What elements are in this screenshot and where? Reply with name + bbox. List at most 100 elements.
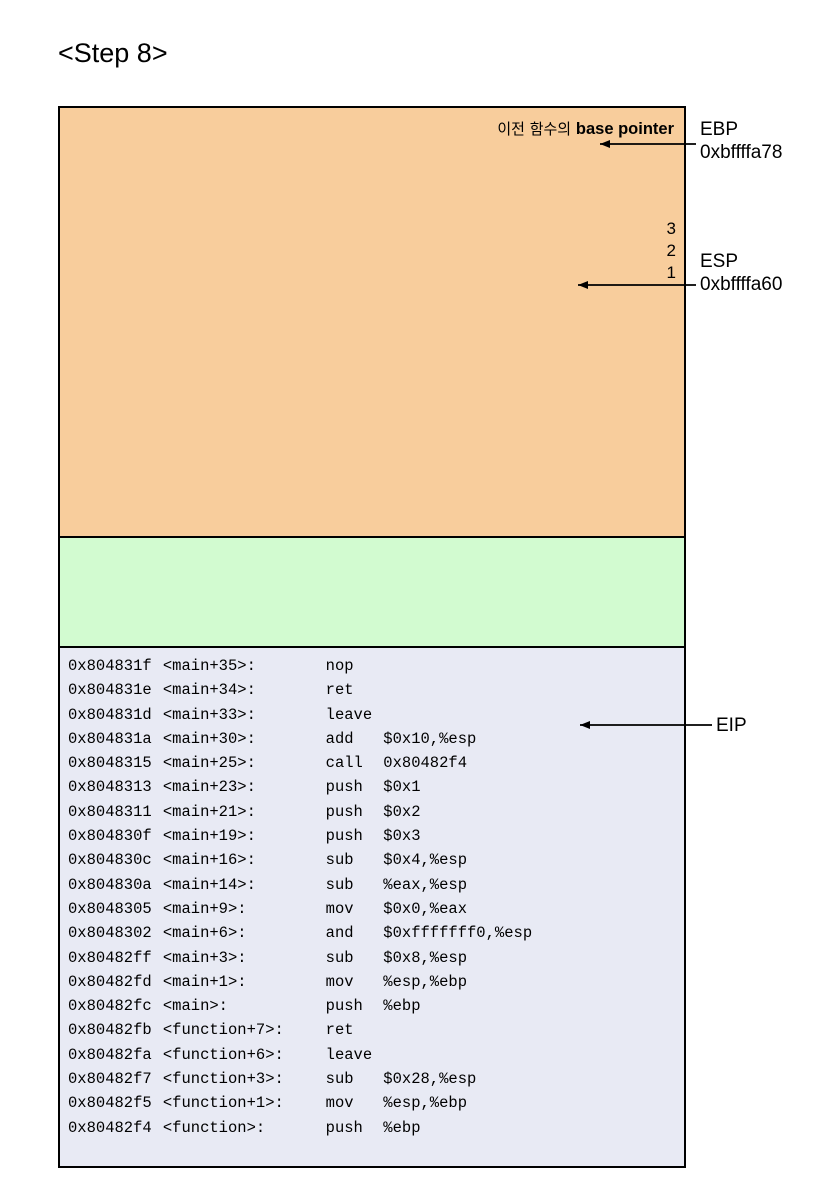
instruction-operands: 0x80482f4 (383, 754, 468, 773)
instruction-operands: $0x2 (383, 802, 421, 821)
instruction-symbol: <main+3>: (162, 948, 247, 967)
instruction-mnemonic: sub (325, 875, 354, 894)
disassembly-line: 0x8048305 <main+9>: mov $0x0,%eax (68, 897, 532, 921)
instruction-mnemonic: sub (325, 851, 354, 870)
instruction-operands: $0x8,%esp (383, 948, 468, 967)
base-pointer-note-korean: 이전 함수의 (497, 120, 576, 138)
instruction-symbol: <main+35>: (162, 657, 256, 675)
instruction-symbol: <function+1>: (162, 1094, 284, 1113)
esp-annotation: ESP 0xbffffa60 (700, 250, 782, 296)
instruction-mnemonic: add (325, 729, 354, 748)
instruction-address: 0x804830c (68, 851, 152, 870)
instruction-address: 0x804830a (68, 875, 152, 894)
disassembly-line: 0x80482fc <main>: push %ebp (68, 994, 532, 1018)
instruction-mnemonic: sub (325, 948, 354, 967)
disassembly-line: 0x80482f7 <function+3>: sub $0x28,%esp (68, 1067, 532, 1091)
instruction-address: 0x8048302 (68, 924, 152, 943)
page-title: <Step 8> (58, 38, 168, 68)
instruction-operands: $0x1 (383, 778, 421, 797)
disassembly-line: 0x80482fa<function+6>:leave (68, 1043, 532, 1067)
disassembly-listing: 0x804831f <main+35>: nop 0x804831e <main+34>… (68, 654, 532, 1140)
disassembly-line: 0x8048302 <main+6>: and $0xfffffff0,%esp (68, 921, 532, 945)
instruction-address: 0x80482f5 (68, 1094, 152, 1113)
disassembly-line: 0x804831f <main+35>: nop (68, 654, 532, 678)
esp-register-address: 0xbffffa60 (700, 274, 783, 295)
disassembly-line: 0x804830c<main+16>:sub$0x4,%esp (68, 848, 532, 872)
disassembly-line: 0x804830a <main+14>: sub %eax,%esp (68, 873, 532, 897)
instruction-address: 0x80482f4 (68, 1118, 152, 1137)
instruction-mnemonic: mov (325, 1094, 354, 1113)
instruction-address: 0x80482ff (68, 948, 152, 967)
instruction-address: 0x8048315 (68, 754, 152, 773)
esp-register-name: ESP (700, 251, 739, 272)
instruction-operands: %esp,%ebp (383, 1094, 468, 1113)
eip-annotation: EIP (716, 714, 747, 737)
instruction-operands: $0x3 (383, 827, 421, 846)
instruction-mnemonic: push (325, 827, 363, 846)
instruction-operands: $0xfffffff0,%esp (383, 924, 533, 943)
instruction-symbol: <main+33>: (162, 705, 256, 724)
instruction-address: 0x80482fb (68, 1021, 152, 1040)
pushed-arguments: 3 2 1 (667, 218, 676, 284)
instruction-address: 0x80482fa (68, 1045, 152, 1064)
instruction-mnemonic: and (325, 924, 354, 943)
instruction-operands: $0x4,%esp (383, 851, 468, 870)
disassembly-line: 0x804831a <main+30>: add $0x10,%esp (68, 727, 532, 751)
instruction-address: 0x804831a (68, 729, 152, 748)
disassembly-line: 0x80482fd<main+1>:mov%esp,%ebp (68, 970, 532, 994)
instruction-operands: $0x28,%esp (383, 1070, 477, 1089)
eip-register-name: EIP (716, 715, 747, 736)
instruction-mnemonic: ret (325, 1021, 354, 1040)
ebp-annotation: EBP 0xbffffa78 (700, 118, 782, 164)
instruction-symbol: <main+6>: (162, 924, 247, 943)
instruction-symbol: <main+1>: (162, 972, 247, 991)
saved-frame-region: 이전 함수의 base pointer 3 2 1 (60, 108, 684, 538)
disassembly-line: 0x80482ff <main+3>: sub $0x8,%esp (68, 946, 532, 970)
instruction-address: 0x8048311 (68, 802, 152, 821)
instruction-mnemonic: push (325, 802, 363, 821)
instruction-symbol: <main+19>: (162, 827, 256, 846)
instruction-symbol: <main+34>: (162, 681, 256, 700)
instruction-symbol: <function>: (162, 1118, 266, 1137)
instruction-symbol: <function+6>: (162, 1045, 284, 1064)
instruction-symbol: <main+21>: (162, 802, 256, 821)
instruction-address: 0x8048305 (68, 899, 152, 918)
instruction-symbol: <main+14>: (162, 875, 256, 894)
instruction-symbol: <main+30>: (162, 729, 256, 748)
instruction-operands: %ebp (383, 1118, 421, 1137)
disassembly-line: 0x80482fb <function+7>: ret (68, 1018, 532, 1042)
instruction-address: 0x80482fc (68, 997, 152, 1016)
instruction-address: 0x80482f7 (68, 1070, 152, 1089)
instruction-address: 0x804831f (68, 657, 152, 675)
instruction-address: 0x804830f (68, 827, 152, 846)
instruction-operands: $0x10,%esp (383, 729, 477, 748)
instruction-mnemonic: mov (325, 899, 354, 918)
instruction-operands: $0x0,%eax (383, 899, 468, 918)
instruction-mnemonic: push (325, 997, 363, 1016)
instruction-symbol: <main>: (162, 997, 228, 1016)
instruction-mnemonic: push (325, 778, 363, 797)
instruction-address: 0x8048313 (68, 778, 152, 797)
ebp-register-name: EBP (700, 119, 739, 140)
instruction-operands: %esp,%ebp (383, 972, 468, 991)
base-pointer-note: 이전 함수의 base pointer (497, 118, 674, 139)
instruction-symbol: <function+3>: (162, 1070, 284, 1089)
instruction-mnemonic: leave (325, 705, 373, 724)
instruction-address: 0x804831e (68, 681, 152, 700)
stack-diagram: 이전 함수의 base pointer 3 2 1 0x804831f <main… (58, 106, 686, 1168)
instruction-mnemonic: sub (325, 1070, 354, 1089)
pushed-argument-value: 2 (666, 241, 676, 260)
instruction-symbol: <main+25>: (162, 754, 256, 773)
instruction-mnemonic: nop (325, 657, 354, 675)
instruction-mnemonic: ret (325, 681, 354, 700)
pushed-argument-value: 1 (666, 263, 676, 282)
base-pointer-note-english: base pointer (575, 120, 674, 138)
instruction-operands: %eax,%esp (383, 875, 468, 894)
disassembly-region: 0x804831f <main+35>: nop 0x804831e <main+34>… (60, 648, 684, 1166)
instruction-symbol: <function+7>: (162, 1021, 284, 1040)
instruction-address: 0x80482fd (68, 972, 152, 991)
disassembly-line: 0x8048311 <main+21>: push $0x2 (68, 800, 532, 824)
instruction-symbol: <main+9>: (162, 899, 247, 918)
instruction-operands: %ebp (383, 997, 421, 1016)
